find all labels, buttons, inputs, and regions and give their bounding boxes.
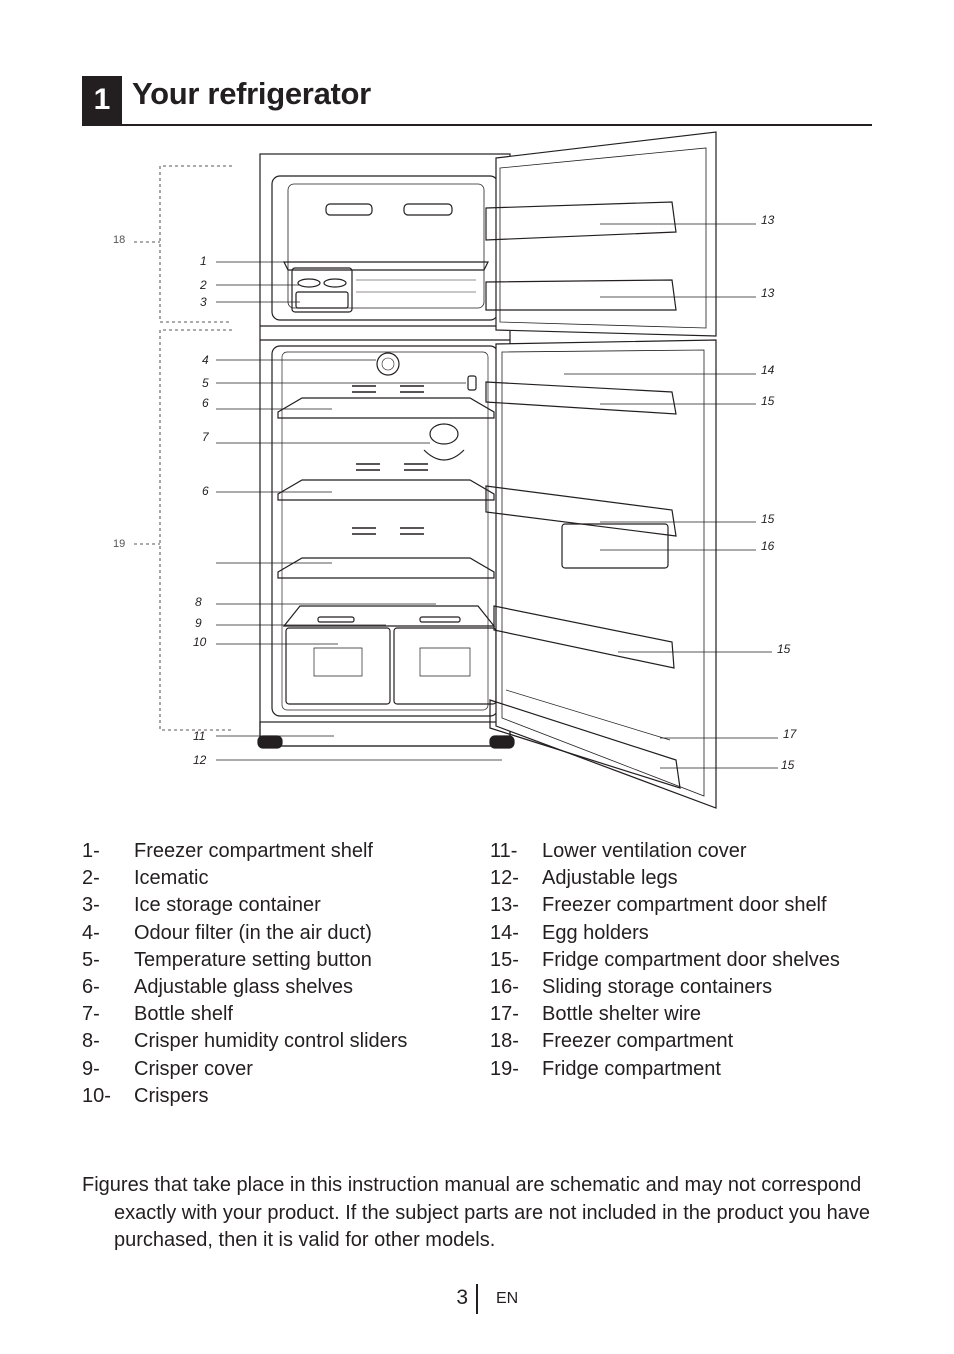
refrigerator-illustration: 1 2 3 4 5 6 7 6 8 9 10 11 12 13 13 14 15…	[113, 131, 798, 809]
callout-13a: 13	[761, 213, 775, 227]
callout-7: 7	[202, 430, 210, 444]
legend-item: 10-Crispers	[82, 1084, 209, 1107]
section-number: 1	[82, 76, 122, 124]
section-header: 1 Your refrigerator	[82, 76, 872, 126]
legend-item: 5-Temperature setting button	[82, 948, 372, 971]
callout-5: 5	[202, 376, 209, 390]
legend-item: 8-Crisper humidity control sliders	[82, 1030, 408, 1053]
callout-19: 19	[113, 538, 125, 550]
callout-11: 11	[193, 729, 205, 743]
callout-17: 17	[783, 727, 798, 741]
legend-right: 11-Lower ventilation cover 12-Adjustable…	[490, 838, 890, 1083]
legend-item: 11-Lower ventilation cover	[490, 840, 747, 862]
legend-item: 12-Adjustable legs	[490, 867, 678, 890]
callout-14: 14	[761, 363, 775, 377]
legend-item: 19-Fridge compartment	[490, 1057, 721, 1080]
callout-10: 10	[193, 635, 207, 649]
legend-item: 6-Adjustable glass shelves	[82, 976, 354, 999]
callout-15d: 15	[781, 758, 795, 772]
page-number: 3	[456, 1286, 468, 1309]
callout-9: 9	[195, 616, 202, 630]
callout-15a: 15	[761, 394, 775, 408]
legend-item: 7-Bottle shelf	[82, 1003, 233, 1026]
legend-item: 4-Odour filter (in the air duct)	[82, 921, 372, 944]
legend-item: 2-Icematic	[82, 867, 209, 890]
section-title: Your refrigerator	[132, 76, 371, 111]
callout-4: 4	[202, 353, 209, 367]
callout-2: 2	[199, 278, 207, 292]
legend-item: 3-Ice storage container	[82, 894, 321, 917]
callout-16: 16	[761, 539, 775, 553]
legend-item: 18-Freezer compartment	[490, 1030, 734, 1053]
callout-12: 12	[193, 753, 207, 767]
language-code: EN	[496, 1290, 519, 1307]
callout-6b: 6	[202, 484, 209, 498]
page-footer: 3 EN	[0, 1284, 954, 1316]
legend-item: 9-Crisper cover	[82, 1057, 253, 1080]
refrigerator-diagram: 1 2 3 4 5 6 7 6 8 9 10 11 12 13 13 14 15…	[0, 130, 954, 820]
callout-15b: 15	[761, 512, 775, 526]
legend-item: 14-Egg holders	[490, 921, 649, 944]
legend-item: 1-Freezer compartment shelf	[82, 840, 373, 862]
callout-3: 3	[200, 295, 207, 309]
callout-8: 8	[195, 595, 202, 609]
callout-18: 18	[113, 234, 125, 246]
footer-divider	[476, 1284, 478, 1314]
disclaimer-note: Figures that take place in this instruct…	[82, 1174, 870, 1251]
legend-item: 15-Fridge compartment door shelves	[490, 948, 840, 971]
legend-item: 17-Bottle shelter wire	[490, 1003, 701, 1026]
callout-6a: 6	[202, 396, 209, 410]
callout-13b: 13	[761, 286, 775, 300]
legend-left: 1-Freezer compartment shelf 2-Icematic 3…	[82, 838, 482, 1110]
legend-item: 13-Freezer compartment door shelf	[490, 894, 827, 917]
callout-1: 1	[200, 254, 207, 268]
callout-15c: 15	[777, 642, 791, 656]
legend-item: 16-Sliding storage containers	[490, 976, 773, 999]
